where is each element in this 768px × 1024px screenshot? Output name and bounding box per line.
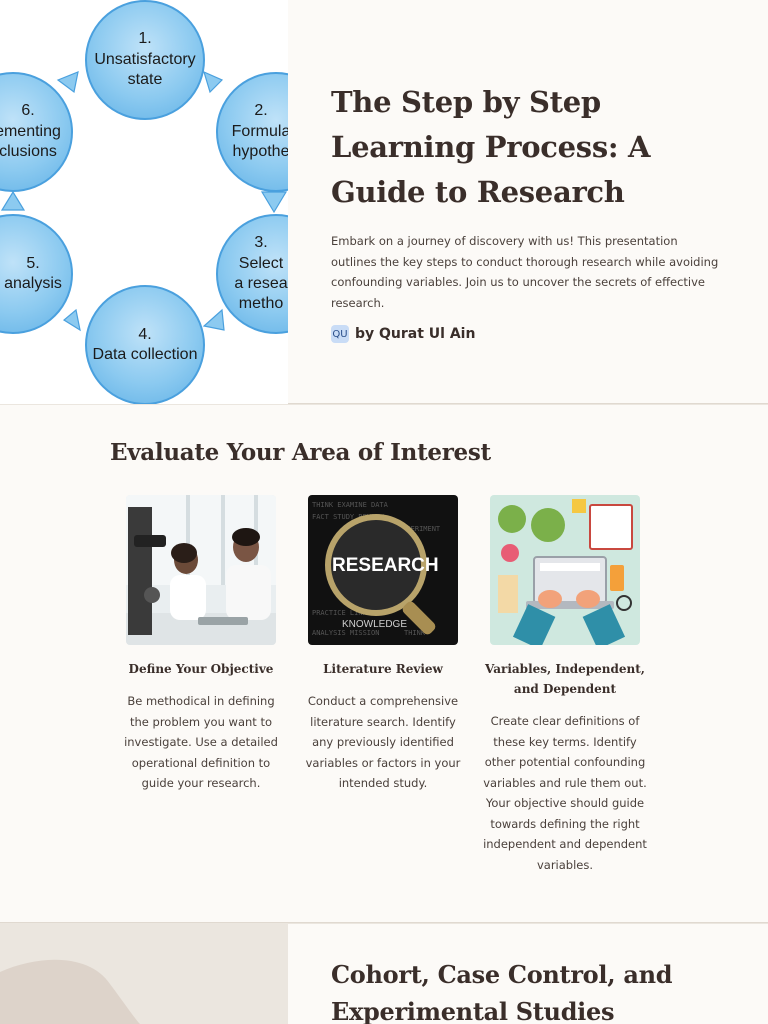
cycle-arrows [0, 70, 288, 332]
card-text: Create clear definitions of these key te… [483, 714, 647, 872]
hero-description: Embark on a journey of discovery with us… [331, 234, 719, 310]
lab-scientists-image [126, 495, 276, 645]
svg-text:FACT STUDY REVIEW: FACT STUDY REVIEW [312, 513, 384, 521]
avatar: QU [331, 325, 349, 343]
page-title: The Step by Step Learning Process: A Gui… [331, 85, 651, 209]
card-define-objective: Define Your Objective Be methodical in d… [118, 495, 284, 794]
slide-evaluate: Evaluate Your Area of Interest [0, 405, 768, 923]
decorative-shapes [0, 924, 288, 1024]
card-title: Define Your Objective [128, 662, 274, 676]
card-title: Variables, Independent, and Dependent [485, 662, 645, 696]
arrow-4-5 [62, 308, 81, 332]
svg-text:ANALYSIS MISSION: ANALYSIS MISSION [312, 629, 379, 637]
slide3-panel [288, 924, 768, 1024]
arrow-6-1 [56, 71, 79, 94]
arrow-3-4 [202, 308, 225, 331]
card-variables: Variables, Independent, and Dependent Cr… [482, 495, 648, 875]
research-word: RESEARCH [332, 555, 439, 576]
card-text: Conduct a comprehensive literature searc… [305, 694, 461, 790]
svg-text:THINK EXAMINE DATA: THINK EXAMINE DATA [312, 501, 389, 509]
arrow-1-2 [203, 70, 224, 94]
research-magnifier-image: THINK EXAMINE DATA FACT STUDY REVIEW EXP… [308, 495, 458, 645]
hero-content: The Step by Step Learning Process: A Gui… [331, 80, 731, 343]
svg-text:EXPERIMENT: EXPERIMENT [398, 525, 441, 533]
card-title: Literature Review [323, 662, 443, 676]
card-text: Be methodical in defining the problem yo… [124, 694, 278, 790]
slide-study-types: Cohort, Case Control, and Experimental S… [0, 924, 768, 1024]
author-name: by Qurat Ul Ain [355, 326, 476, 342]
section-title: Evaluate Your Area of Interest [110, 439, 491, 466]
arrow-5-6 [0, 190, 26, 211]
knowledge-word: KNOWLEDGE [342, 619, 407, 630]
svg-text:THINK: THINK [404, 629, 426, 637]
section-title: Cohort, Case Control, and Experimental S… [331, 960, 673, 1024]
arrow-2-3 [260, 191, 288, 214]
desk-laptop-illustration [490, 495, 640, 645]
card-literature-review: THINK EXAMINE DATA FACT STUDY REVIEW EXP… [300, 495, 466, 794]
author-line: QU by Qurat Ul Ain [331, 325, 731, 343]
cycle-step-4: 4.Data collection [85, 285, 205, 404]
svg-text:PRACTICE LINK: PRACTICE LINK [312, 609, 368, 617]
